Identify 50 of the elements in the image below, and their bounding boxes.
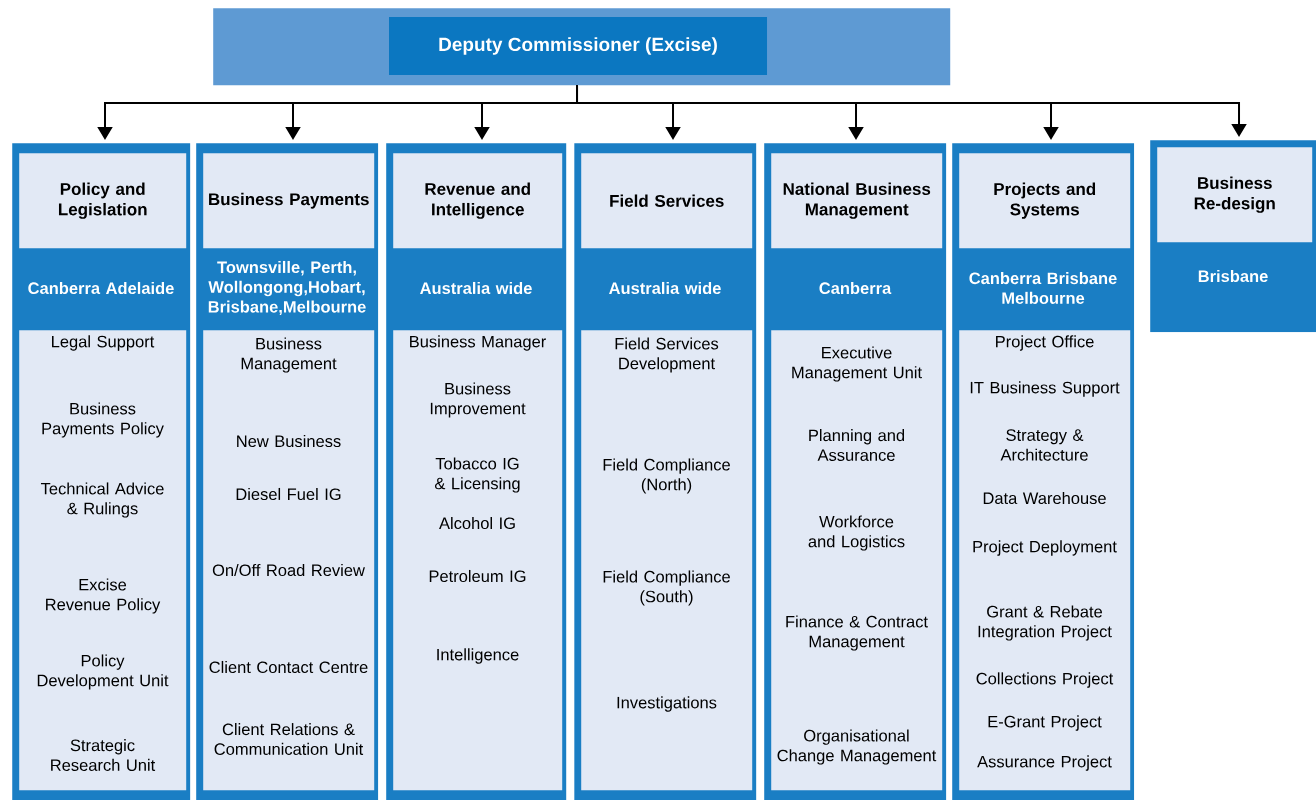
unit-label: Project Office: [996, 335, 1094, 351]
unit-header-box: Policy and Legislation: [19, 153, 187, 249]
unit-header-box: National Business Management: [771, 153, 943, 249]
unit-label: Finance & Contract Management: [786, 615, 928, 651]
unit-header-box: Business Re-design: [1157, 147, 1313, 243]
unit-label: E-Grant Project: [988, 715, 1102, 731]
unit-label: Strategic Research Unit: [51, 739, 156, 771]
unit-label: Excise Revenue Policy: [46, 578, 161, 614]
unit-label: IT Business Support: [970, 381, 1120, 397]
unit-label: Intelligence: [437, 648, 519, 664]
unit-label: Field Compliance (South): [603, 570, 730, 606]
unit-list-box: [203, 330, 375, 791]
unit-label: Alcohol IG: [439, 516, 515, 530]
unit-label: Legal Support: [52, 335, 155, 351]
title-band: Deputy Commissioner (Excise): [213, 8, 951, 86]
unit-label: Tobacco IG & Licensing: [435, 457, 520, 493]
unit-label: Assurance Project: [977, 755, 1112, 771]
unit-label: Policy Development Unit: [37, 654, 169, 690]
unit-label: Business Manager: [410, 335, 546, 351]
unit-label: Executive Management Unit: [792, 346, 922, 382]
unit-label: On/Off Road Review: [212, 563, 365, 577]
unit-label: Grant & Rebate Integration Project: [978, 605, 1112, 641]
unit-label: Technical Advice & Rulings: [40, 482, 164, 518]
unit-header-box: Business Payments: [203, 153, 375, 249]
unit-header-box: Field Services: [581, 153, 753, 249]
unit-label: Planning and Assurance: [809, 429, 905, 461]
unit-header-box: Revenue and Intelligence: [393, 153, 563, 249]
unit-label: Workforce and Logistics: [808, 515, 905, 551]
unit-list-box: [959, 330, 1131, 791]
unit-label: Field Compliance (North): [603, 458, 730, 494]
unit-label: Project Deployment: [973, 540, 1117, 556]
unit-label: Business Improvement: [430, 382, 526, 418]
unit-label: Petroleum IG: [429, 569, 526, 583]
unit-label: New Business: [237, 434, 341, 448]
unit-label: Field Services Development: [615, 337, 719, 373]
unit-header-box: Projects and Systems: [959, 153, 1131, 249]
unit-label: Investigations: [617, 696, 717, 712]
unit-label: Business Payments Policy: [42, 402, 164, 438]
unit-list-box: [19, 330, 187, 791]
unit-label: Collections Project: [976, 672, 1114, 688]
unit-label: Organisational Change Management: [777, 729, 937, 765]
unit-label: Client Relations & Communication Unit: [214, 723, 364, 755]
unit-label: Business Management: [241, 337, 337, 373]
unit-label: Data Warehouse: [983, 491, 1106, 505]
unit-list-box: [581, 330, 753, 791]
unit-label: Diesel Fuel IG: [236, 487, 341, 501]
unit-label: Client Contact Centre: [209, 660, 368, 674]
unit-list-box: [771, 330, 943, 791]
unit-list-box: [393, 330, 563, 791]
unit-label: Strategy & Architecture: [1000, 429, 1088, 461]
